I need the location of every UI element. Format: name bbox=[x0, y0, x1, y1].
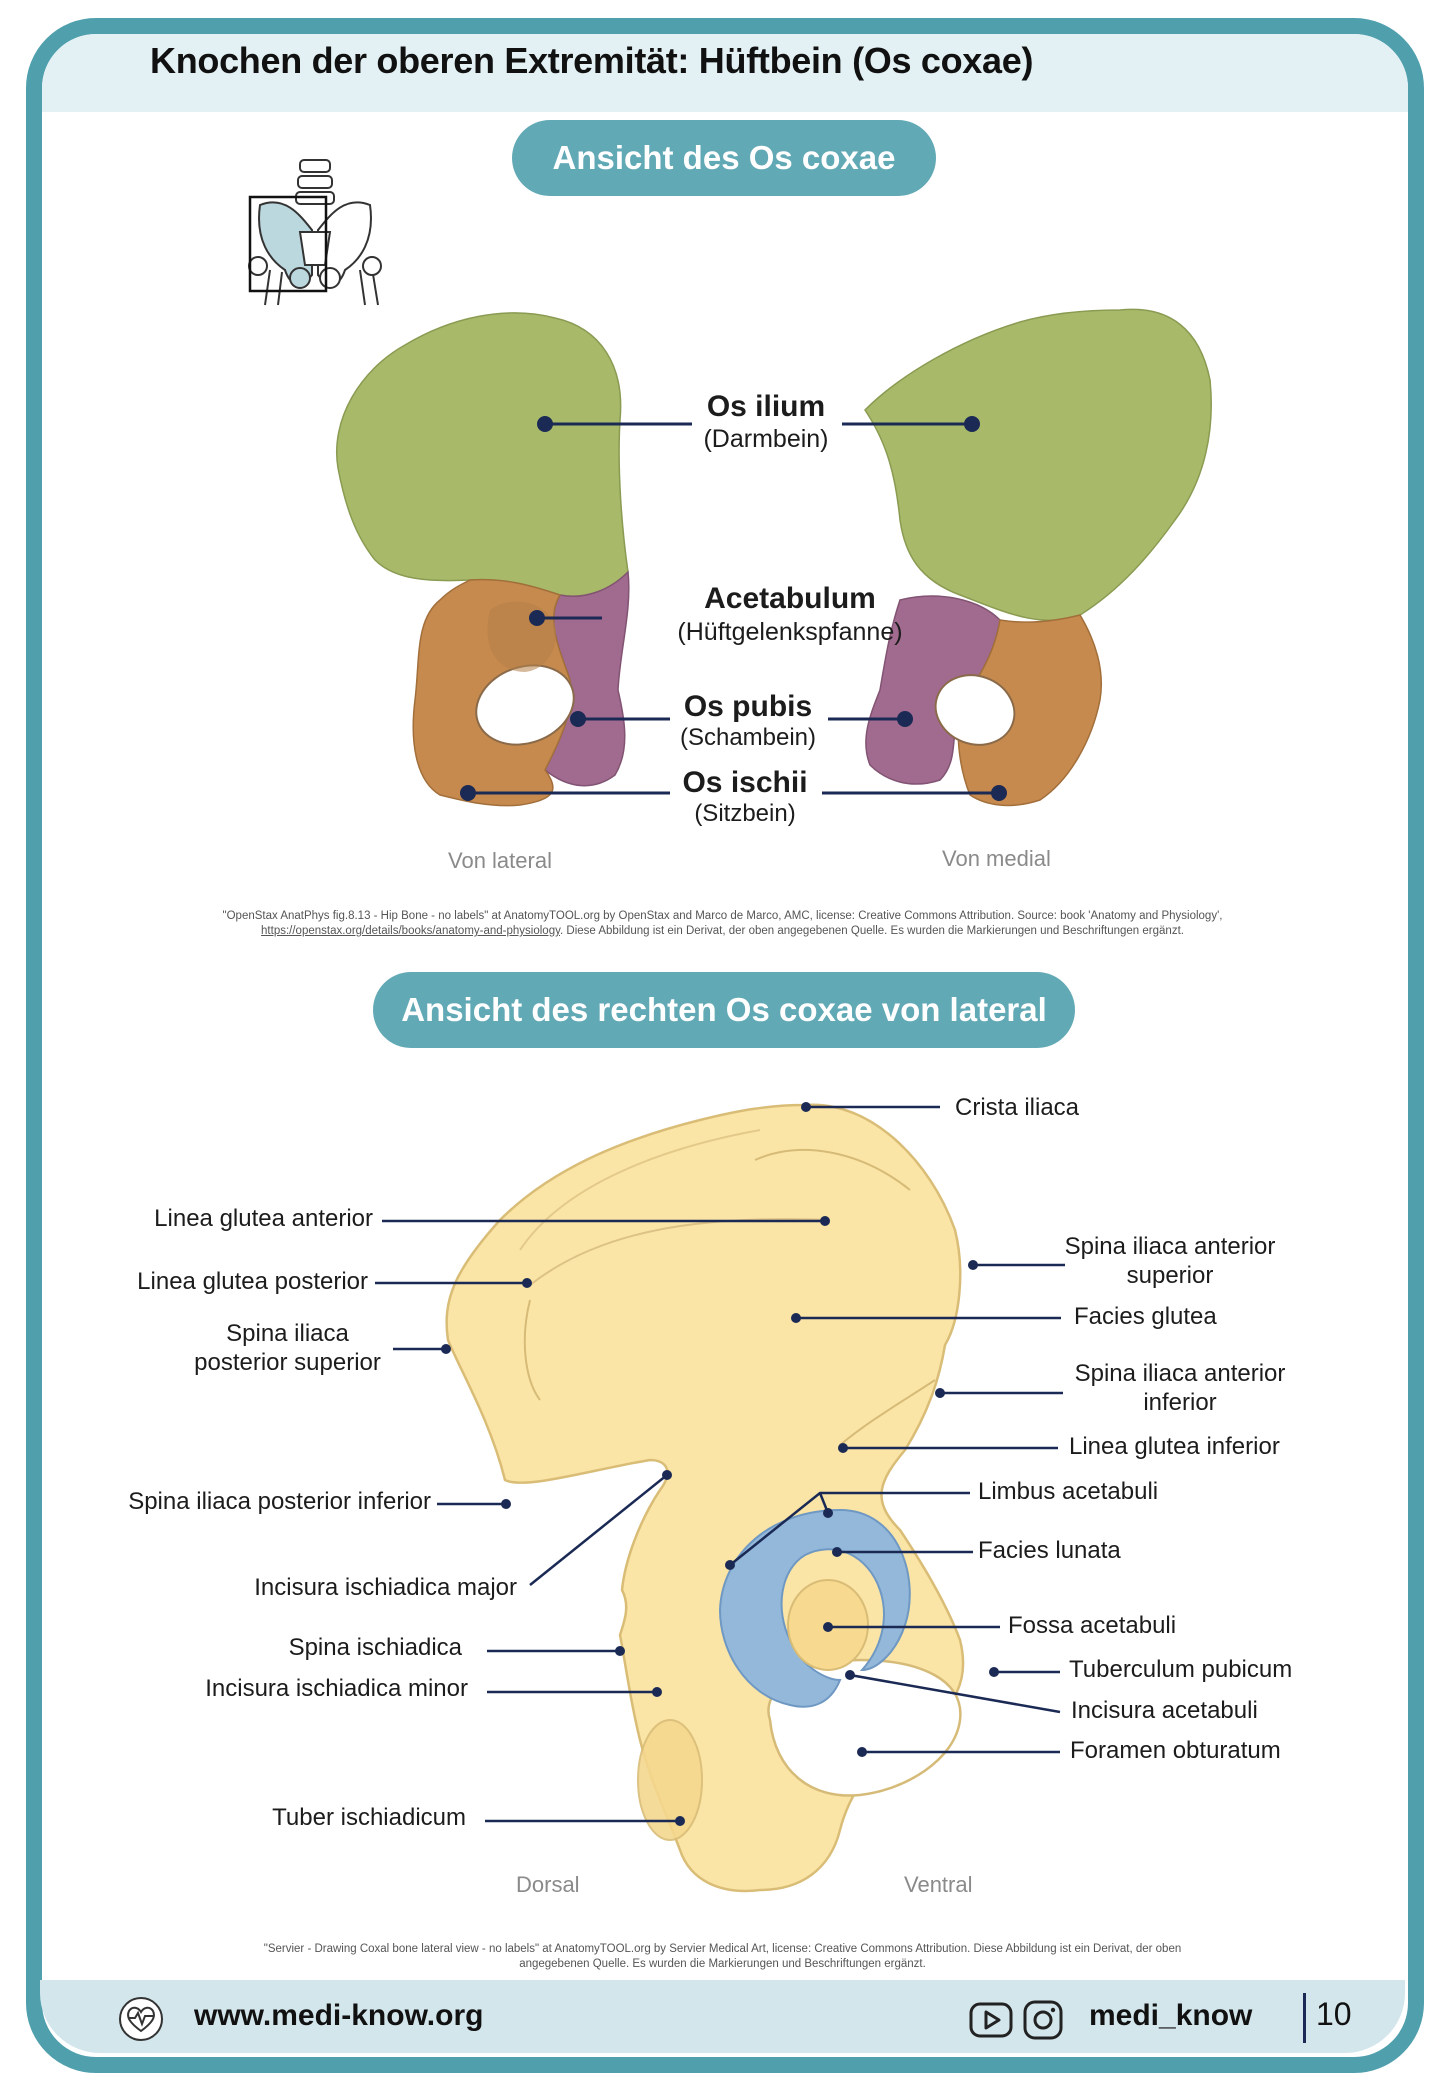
label-facies-lunata: Facies lunata bbox=[978, 1537, 1121, 1564]
page-number: 10 bbox=[1316, 1996, 1352, 2032]
hip-bone-medial-view bbox=[864, 308, 1212, 807]
label-os-ischii: Os ischii bbox=[682, 766, 808, 799]
image-credit-1: "OpenStax AnatPhys fig.8.13 - Hip Bone -… bbox=[60, 909, 1385, 939]
label-spina-ischiadica: Spina ischiadica bbox=[288, 1634, 462, 1661]
section1-leader-dots bbox=[460, 416, 1007, 801]
label-spina-ips-line1: Spina iliaca bbox=[226, 1320, 349, 1347]
view-label-lateral: Von lateral bbox=[448, 848, 552, 873]
label-tuberculum-pubicum: Tuberculum pubicum bbox=[1069, 1656, 1293, 1683]
label-linea-glutea-posterior: Linea glutea posterior bbox=[137, 1268, 368, 1295]
credit-source-link[interactable]: https://openstax.org/details/books/anato… bbox=[261, 925, 560, 937]
credit-1-line2: https://openstax.org/details/books/anato… bbox=[60, 924, 1385, 939]
view-label-medial: Von medial bbox=[942, 846, 1051, 871]
image-credit-2: "Servier - Drawing Coxal bone lateral vi… bbox=[60, 1942, 1385, 1972]
os-ilium-region-medial bbox=[864, 308, 1212, 622]
credit-1-line2-text: . Diese Abbildung ist ein Derivat, der o… bbox=[560, 925, 1184, 937]
view-label-dorsal: Dorsal bbox=[516, 1872, 580, 1897]
label-facies-glutea: Facies glutea bbox=[1074, 1303, 1217, 1330]
credit-1-line1: "OpenStax AnatPhys fig.8.13 - Hip Bone -… bbox=[222, 910, 1223, 922]
label-os-ischii-de: (Sitzbein) bbox=[694, 800, 796, 827]
social-handle[interactable]: medi_know bbox=[1089, 1999, 1253, 2032]
label-fossa-acetabuli: Fossa acetabuli bbox=[1008, 1612, 1177, 1639]
label-acetabulum: Acetabulum bbox=[704, 582, 876, 615]
facies-lunata-cartilage bbox=[718, 1508, 911, 1708]
hip-bone-lateral-view bbox=[336, 312, 630, 807]
youtube-icon[interactable] bbox=[968, 2000, 1014, 2040]
label-spina-ips-line2: posterior superior bbox=[194, 1349, 381, 1376]
label-spina-ipi: Spina iliaca posterior inferior bbox=[128, 1488, 431, 1515]
instagram-icon[interactable] bbox=[1022, 1999, 1064, 2041]
label-spina-iai-line2: inferior bbox=[1143, 1389, 1217, 1416]
view-label-ventral: Ventral bbox=[904, 1872, 973, 1897]
label-spina-ias-line1: Spina iliaca anterior bbox=[1064, 1233, 1276, 1260]
label-crista-iliaca: Crista iliaca bbox=[955, 1094, 1080, 1121]
label-os-pubis-de: (Schambein) bbox=[679, 724, 817, 751]
section2-leader-dots bbox=[441, 1102, 999, 1826]
label-incisura-acetabuli: Incisura acetabuli bbox=[1071, 1697, 1258, 1724]
coxal-bone-lateral-detailed bbox=[445, 1103, 965, 1893]
footer-bar bbox=[40, 1980, 1405, 2053]
credit-2-line1: "Servier - Drawing Coxal bone lateral vi… bbox=[263, 1943, 1182, 1955]
label-incisura-ischiadica-minor: Incisura ischiadica minor bbox=[205, 1675, 468, 1702]
section2-heading: Ansicht des rechten Os coxae von lateral bbox=[373, 972, 1075, 1048]
section2-leader-lines bbox=[375, 1105, 1065, 1823]
os-ilium-region bbox=[336, 312, 629, 597]
page-title: Knochen der oberen Extremität: Hüftbein … bbox=[150, 40, 1034, 81]
label-tuber-ischiadicum: Tuber ischiadicum bbox=[272, 1804, 466, 1831]
label-os-ilium: Os ilium bbox=[706, 390, 826, 423]
heart-pulse-icon bbox=[119, 1997, 163, 2041]
label-os-pubis: Os pubis bbox=[683, 690, 813, 723]
label-incisura-ischiadica-major: Incisura ischiadica major bbox=[254, 1574, 517, 1601]
label-acetabulum-de: (Hüftgelenkspfanne) bbox=[677, 618, 903, 646]
label-linea-glutea-inferior: Linea glutea inferior bbox=[1069, 1433, 1280, 1460]
website-link[interactable]: www.medi-know.org bbox=[194, 1999, 484, 2032]
label-limbus-acetabuli: Limbus acetabuli bbox=[978, 1478, 1159, 1505]
pelvis-locator-icon bbox=[248, 159, 382, 306]
label-os-ilium-de: (Darmbein) bbox=[703, 425, 829, 453]
footer-divider bbox=[1303, 1993, 1306, 2043]
os-pubis-region-medial bbox=[865, 595, 1001, 785]
label-foramen-obturatum: Foramen obturatum bbox=[1070, 1737, 1281, 1764]
label-spina-ias-line2: superior bbox=[1126, 1262, 1214, 1289]
section1-leader-lines bbox=[468, 422, 999, 795]
credit-2-line2: angegebenen Quelle. Es wurden die Markie… bbox=[519, 1958, 926, 1970]
title-bar bbox=[42, 34, 1408, 112]
label-linea-glutea-anterior: Linea glutea anterior bbox=[154, 1205, 373, 1232]
label-spina-iai-line1: Spina iliaca anterior bbox=[1074, 1360, 1286, 1387]
section1-heading: Ansicht des Os coxae bbox=[512, 120, 936, 196]
